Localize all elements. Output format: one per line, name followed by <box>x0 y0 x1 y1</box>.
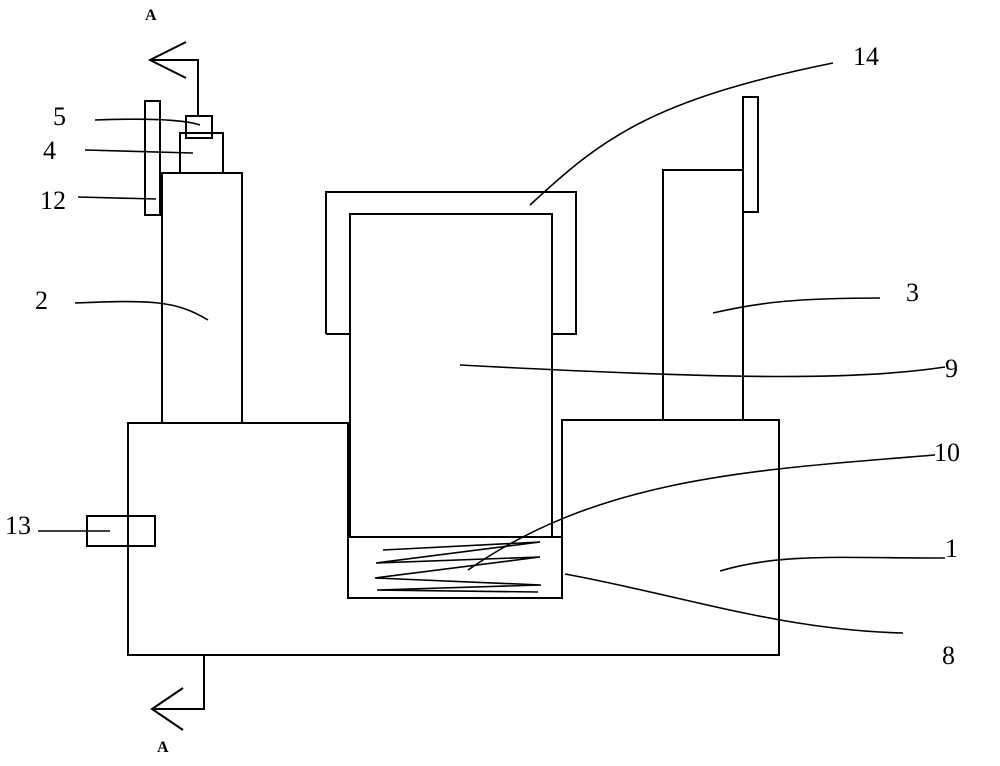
inner-block <box>350 214 552 537</box>
leader-5 <box>95 119 200 125</box>
label-10: 10 <box>934 438 960 467</box>
section-label-bottom: A <box>157 739 169 756</box>
leader-14 <box>530 63 833 205</box>
label-14: 14 <box>853 42 879 71</box>
label-2: 2 <box>35 286 48 315</box>
left-plate <box>145 101 160 215</box>
leader-4 <box>85 150 193 153</box>
leader-2 <box>75 302 208 320</box>
label-13: 13 <box>5 511 31 540</box>
label-4: 4 <box>43 136 56 165</box>
label-9: 9 <box>945 354 958 383</box>
label-1: 1 <box>945 534 958 563</box>
component-5 <box>186 116 212 138</box>
section-a-top: A <box>145 7 198 116</box>
right-plate <box>743 97 758 212</box>
label-5: 5 <box>53 102 66 131</box>
spring <box>375 542 541 592</box>
label-12: 12 <box>40 186 66 215</box>
right-column <box>663 170 743 420</box>
leader-1 <box>720 557 945 571</box>
leader-10 <box>468 455 935 570</box>
leader-3 <box>713 298 880 313</box>
section-a-bottom: A <box>152 656 204 756</box>
leader-8 <box>565 574 903 633</box>
leader-9 <box>460 365 945 377</box>
label-3: 3 <box>906 278 919 307</box>
label-8: 8 <box>942 641 955 670</box>
left-column <box>162 173 242 423</box>
section-label-top: A <box>145 7 157 24</box>
